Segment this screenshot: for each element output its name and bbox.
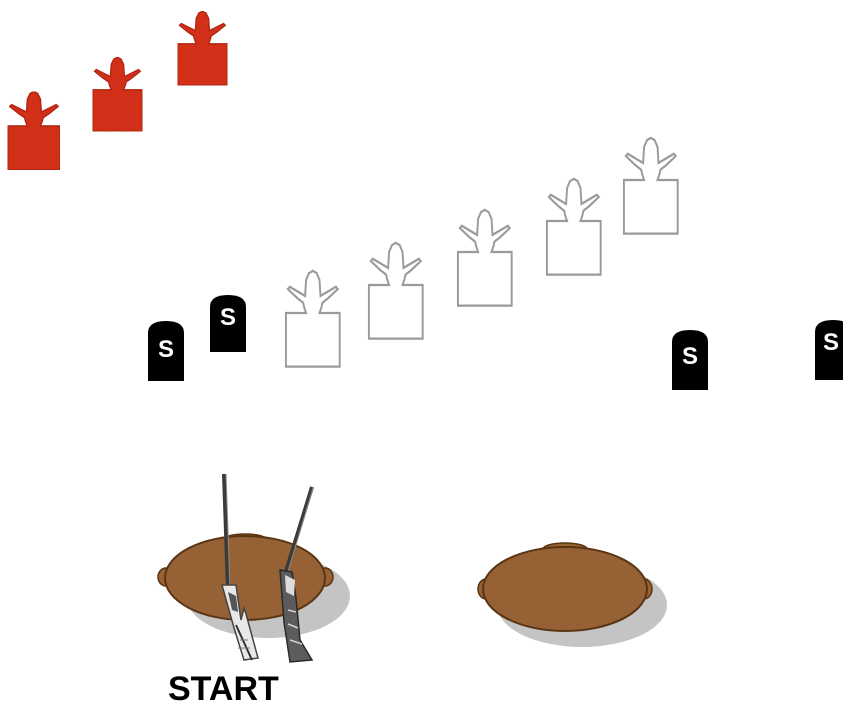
red-cowboy-target <box>93 57 142 131</box>
svg-text:S: S <box>682 343 698 370</box>
shotgun-target: S <box>815 320 843 380</box>
start-label: START <box>168 670 279 704</box>
white-cowboy-target <box>369 243 423 339</box>
svg-text:S: S <box>823 329 839 356</box>
shotgun-targets: S S S S <box>148 295 843 390</box>
white-cowboy-target <box>458 210 512 306</box>
red-targets <box>8 11 227 169</box>
red-cowboy-target <box>8 92 60 170</box>
red-cowboy-target <box>178 11 227 85</box>
white-cowboy-target <box>547 179 601 275</box>
shotgun-target: S <box>672 330 708 390</box>
shotgun-target: S <box>148 321 184 381</box>
svg-text:S: S <box>220 304 236 331</box>
barrel-table-start <box>158 534 350 638</box>
shotgun-target: S <box>210 295 246 352</box>
barrel-table-right <box>478 543 667 647</box>
white-cowboy-target <box>286 271 340 367</box>
white-targets <box>286 138 678 367</box>
svg-text:S: S <box>158 336 174 363</box>
white-cowboy-target <box>624 138 678 234</box>
